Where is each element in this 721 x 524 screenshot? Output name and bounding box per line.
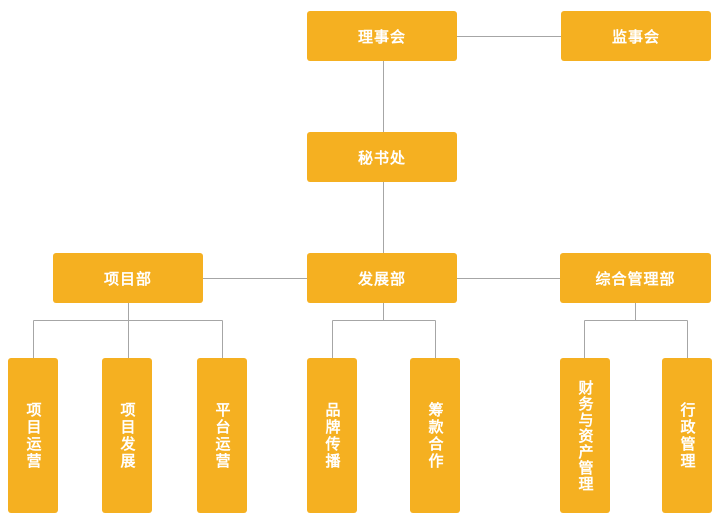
node-general-admin-dept: 综合管理部 (560, 253, 711, 303)
node-supervisory-board-label: 监事会 (611, 27, 660, 46)
node-platform-operations-label: 平台运营 (213, 401, 232, 470)
node-finance-asset-management: 财务与资产管理 (560, 358, 610, 513)
node-general-admin-dept-label: 综合管理部 (595, 269, 676, 288)
node-board: 理事会 (307, 11, 457, 61)
node-fundraising-cooperation-label: 筹款合作 (426, 401, 445, 470)
node-supervisory-board: 监事会 (561, 11, 711, 61)
node-development-dept: 发展部 (307, 253, 457, 303)
node-administration-label: 行政管理 (678, 401, 697, 470)
node-administration: 行政管理 (662, 358, 712, 513)
node-fundraising-cooperation: 筹款合作 (410, 358, 460, 513)
node-platform-operations: 平台运营 (197, 358, 247, 513)
node-brand-communication-label: 品牌传播 (323, 401, 342, 470)
node-projects-dept: 项目部 (53, 253, 203, 303)
node-secretariat-label: 秘书处 (357, 148, 406, 167)
node-project-development-label: 项目发展 (118, 401, 137, 470)
node-finance-asset-management-label: 财务与资产管理 (576, 379, 595, 492)
node-project-operations-label: 项目运营 (24, 401, 43, 470)
node-project-development: 项目发展 (102, 358, 152, 513)
node-projects-dept-label: 项目部 (103, 269, 152, 288)
node-project-operations: 项目运营 (8, 358, 58, 513)
node-brand-communication: 品牌传播 (307, 358, 357, 513)
node-board-label: 理事会 (357, 27, 406, 46)
node-secretariat: 秘书处 (307, 132, 457, 182)
node-development-dept-label: 发展部 (357, 269, 406, 288)
